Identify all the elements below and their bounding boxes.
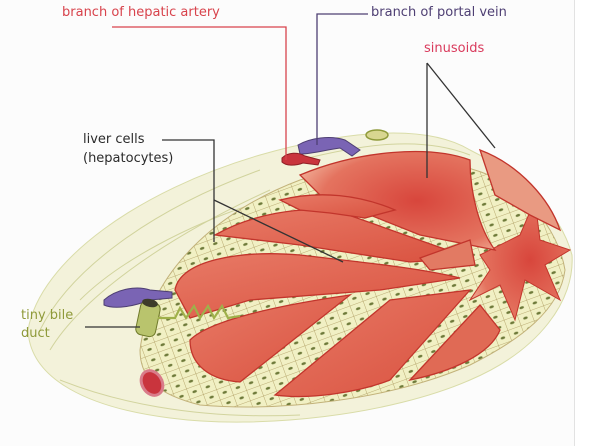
- label-hepatic-artery: branch of hepatic artery: [62, 5, 220, 20]
- leader-sinusoids-2: [426, 62, 496, 149]
- sinusoid-lobe: [408, 304, 501, 382]
- label-bile-duct: tiny bile duct: [21, 307, 73, 343]
- label-portal-vein: branch of portal vein: [371, 5, 507, 20]
- sinusoid-lobe: [174, 253, 461, 319]
- hepatic-artery-cross-section: [139, 369, 165, 397]
- sinusoid-lobe: [278, 194, 397, 219]
- fibrous-strands: [39, 143, 471, 417]
- sinusoid-lobe: [418, 239, 476, 271]
- sinusoid-lobe: [189, 294, 353, 383]
- portal-vein-branch: [297, 137, 361, 157]
- leader-lines: [85, 13, 496, 328]
- label-bile-duct-line2: duct: [21, 326, 50, 341]
- sinusoid-lobe: [478, 148, 562, 232]
- sinusoid-lobe: [273, 289, 472, 398]
- leader-portal-vein: [316, 13, 368, 145]
- hepatic-artery-branch: [281, 152, 321, 166]
- label-liver-cells: liver cells (hepatocytes): [83, 130, 173, 168]
- sinusoid-lobe: [298, 150, 497, 251]
- leader-hepatic-artery: [112, 26, 287, 160]
- label-bile-duct-line1: tiny bile: [21, 308, 74, 323]
- leader-liver-cells-1: [162, 139, 215, 242]
- label-sinusoids: sinusoids: [424, 41, 485, 56]
- small-duct: [365, 129, 389, 141]
- label-liver-cells-line2: (hepatocytes): [83, 151, 174, 166]
- portal-vein-branch-lower: [103, 287, 173, 308]
- bile-duct: [135, 298, 161, 338]
- leader-liver-cells-2: [213, 199, 344, 263]
- bile-canaliculus: [158, 303, 241, 321]
- sinusoids: [174, 148, 562, 398]
- label-liver-cells-line1: liver cells: [83, 132, 145, 147]
